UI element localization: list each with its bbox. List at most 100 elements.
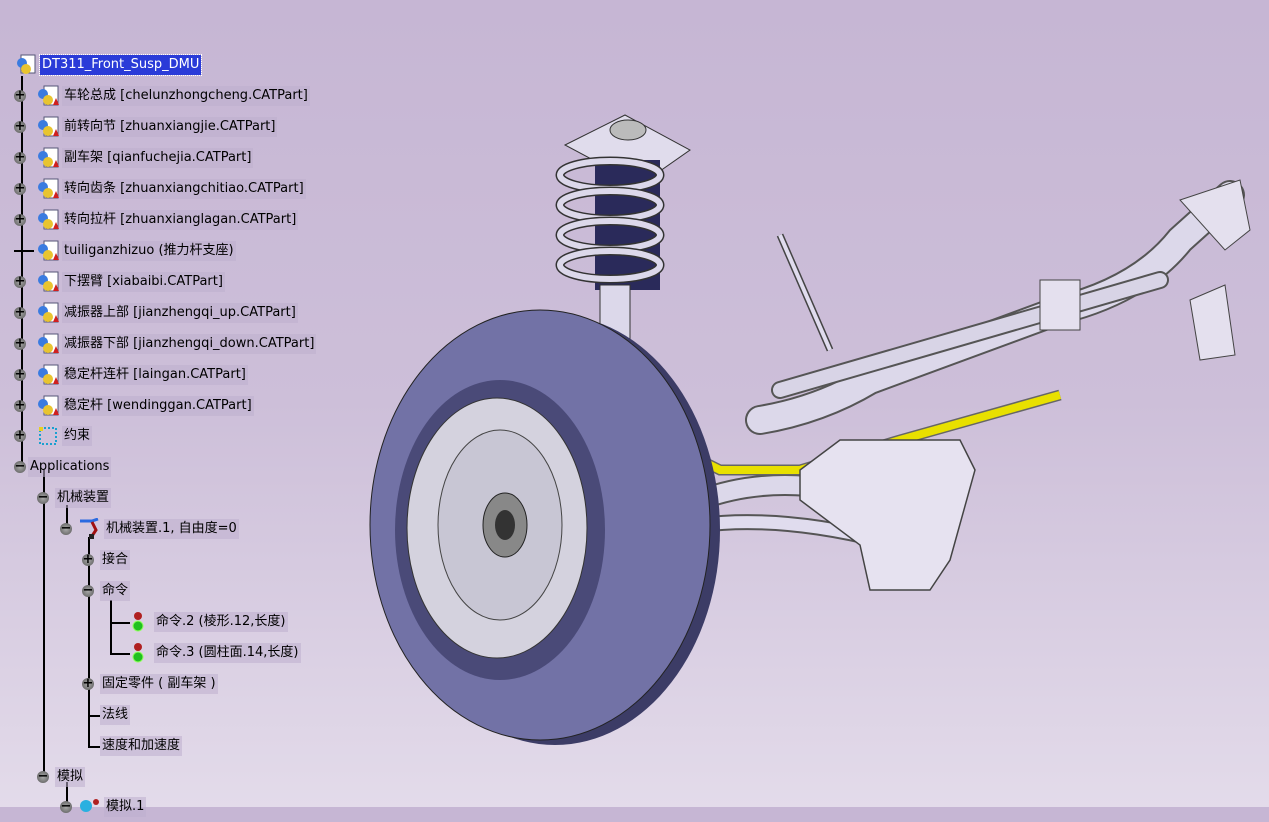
constraints-label[interactable]: 约束 — [62, 426, 93, 446]
tree-item-speed-accel[interactable]: 速度和加速度 — [100, 735, 183, 757]
tree-item-joints[interactable]: + 接合 — [82, 549, 131, 571]
tree-item-part[interactable]: + 车轮总成 [chelunzhongcheng.CATPart] — [14, 85, 310, 107]
part-icon — [36, 395, 60, 417]
tree-item-part[interactable]: + 减振器上部 [jianzhengqi_up.CATPart] — [14, 302, 298, 324]
tree-item-part[interactable]: + 稳定杆连杆 [laingan.CATPart] — [14, 364, 248, 386]
tree-item-fixed-part[interactable]: + 固定零件 ( 副车架 ) — [82, 673, 218, 695]
part-label[interactable]: 减振器上部 [jianzhengqi_up.CATPart] — [62, 303, 298, 323]
expand-icon[interactable]: + — [82, 676, 94, 691]
applications-label[interactable]: Applications — [28, 457, 112, 477]
expand-icon[interactable]: + — [82, 552, 94, 567]
collapse-icon[interactable]: − — [60, 521, 72, 536]
tree-connector — [110, 653, 130, 655]
part-icon — [36, 178, 60, 200]
tree-item-simulation[interactable]: − 模拟 — [37, 766, 86, 788]
part-label[interactable]: 减振器下部 [jianzhengqi_down.CATPart] — [62, 334, 317, 354]
fixed-part-label[interactable]: 固定零件 ( 副车架 ) — [100, 674, 218, 694]
laws-label[interactable]: 法线 — [100, 705, 131, 725]
expand-icon[interactable]: + — [14, 150, 26, 165]
expand-icon[interactable]: + — [14, 119, 26, 134]
expand-icon[interactable]: + — [14, 181, 26, 196]
tree-item-mechanisms[interactable]: − 机械装置 — [37, 487, 112, 509]
command-icon — [128, 642, 152, 664]
tree-connector — [110, 600, 112, 654]
tree-root[interactable]: DT311_Front_Susp_DMU — [14, 54, 203, 76]
tree-connector — [88, 746, 100, 748]
tree-item-part[interactable]: + 下摆臂 [xiabaibi.CATPart] — [14, 271, 225, 293]
tree-item-command-2[interactable]: 命令.2 (棱形.12,长度) — [128, 611, 288, 633]
expand-icon[interactable]: + — [14, 212, 26, 227]
knuckle-bracket — [776, 179, 1251, 591]
simulation-1-label[interactable]: 模拟.1 — [104, 797, 147, 817]
expand-icon[interactable]: + — [14, 305, 26, 320]
part-icon — [36, 364, 60, 386]
part-label[interactable]: 稳定杆 [wendinggan.CATPart] — [62, 396, 254, 416]
3d-viewer[interactable] — [340, 90, 1269, 807]
command-3-label[interactable]: 命令.3 (圆柱面.14,长度) — [154, 643, 301, 663]
strut-spring — [555, 114, 691, 346]
root-label[interactable]: DT311_Front_Susp_DMU — [38, 54, 203, 76]
part-label[interactable]: 车轮总成 [chelunzhongcheng.CATPart] — [62, 86, 310, 106]
tree-item-applications[interactable]: − Applications — [14, 456, 112, 478]
collapse-icon[interactable]: − — [37, 769, 49, 784]
part-label[interactable]: 副车架 [qianfuchejia.CATPart] — [62, 148, 254, 168]
expand-icon[interactable]: + — [14, 398, 26, 413]
tree-item-part[interactable]: + 前转向节 [zhuanxiangjie.CATPart] — [14, 116, 278, 138]
tree-connector — [110, 622, 130, 624]
part-icon — [36, 271, 60, 293]
simulation-icon — [78, 796, 102, 818]
collapse-icon[interactable]: − — [37, 490, 49, 505]
tree-item-part[interactable]: + 稳定杆 [wendinggan.CATPart] — [14, 395, 254, 417]
part-icon — [36, 240, 60, 262]
joints-label[interactable]: 接合 — [100, 550, 131, 570]
expand-icon[interactable]: + — [14, 428, 26, 443]
part-icon — [36, 209, 60, 231]
part-label[interactable]: 稳定杆连杆 [laingan.CATPart] — [62, 365, 248, 385]
tree-connector — [14, 250, 34, 252]
tree-item-part[interactable]: + 副车架 [qianfuchejia.CATPart] — [14, 147, 254, 169]
tree-connector — [21, 76, 23, 468]
mechanisms-label[interactable]: 机械装置 — [55, 488, 112, 508]
tree-connector — [88, 715, 100, 717]
constraints-icon — [36, 425, 60, 447]
tree-item-constraints[interactable]: + 约束 — [14, 425, 93, 447]
collapse-icon[interactable]: − — [82, 583, 94, 598]
part-icon — [36, 116, 60, 138]
part-icon — [36, 302, 60, 324]
command-2-label[interactable]: 命令.2 (棱形.12,长度) — [154, 612, 288, 632]
expand-icon[interactable]: + — [14, 367, 26, 382]
tree-connector — [66, 782, 68, 807]
part-label[interactable]: tuiliganzhizuo (推力杆支座) — [62, 241, 236, 261]
part-icon — [36, 333, 60, 355]
tree-item-command-3[interactable]: 命令.3 (圆柱面.14,长度) — [128, 642, 301, 664]
mechanism-icon — [78, 517, 102, 540]
tree-item-simulation-1[interactable]: − 模拟.1 — [60, 796, 147, 818]
tree-item-part[interactable]: tuiliganzhizuo (推力杆支座) — [14, 240, 236, 262]
tree-connector — [66, 505, 68, 530]
tree-item-laws[interactable]: 法线 — [100, 704, 131, 726]
expand-icon[interactable]: + — [14, 274, 26, 289]
wheel — [369, 309, 720, 745]
expand-icon[interactable]: + — [14, 336, 26, 351]
part-icon — [36, 147, 60, 169]
tree-item-mechanism-1[interactable]: − 机械装置.1, 自由度=0 — [60, 517, 239, 540]
expand-icon[interactable]: + — [14, 88, 26, 103]
tree-item-part[interactable]: + 转向齿条 [zhuanxiangchitiao.CATPart] — [14, 178, 306, 200]
part-label[interactable]: 转向拉杆 [zhuanxianglagan.CATPart] — [62, 210, 299, 230]
speed-accel-label[interactable]: 速度和加速度 — [100, 736, 183, 756]
tree-connector — [43, 470, 45, 778]
product-icon — [14, 54, 38, 76]
collapse-icon[interactable]: − — [60, 799, 72, 814]
tree-connector — [88, 537, 90, 747]
commands-label[interactable]: 命令 — [100, 581, 131, 601]
collapse-icon[interactable]: − — [14, 459, 26, 474]
simulation-label[interactable]: 模拟 — [55, 767, 86, 787]
tree-item-part[interactable]: + 转向拉杆 [zhuanxianglagan.CATPart] — [14, 209, 299, 231]
part-label[interactable]: 前转向节 [zhuanxiangjie.CATPart] — [62, 117, 278, 137]
tree-item-part[interactable]: + 减振器下部 [jianzhengqi_down.CATPart] — [14, 333, 317, 355]
tree-item-commands[interactable]: − 命令 — [82, 580, 131, 602]
part-label[interactable]: 下摆臂 [xiabaibi.CATPart] — [62, 272, 225, 292]
part-icon — [36, 85, 60, 107]
part-label[interactable]: 转向齿条 [zhuanxiangchitiao.CATPart] — [62, 179, 306, 199]
mechanism-1-label[interactable]: 机械装置.1, 自由度=0 — [104, 519, 239, 539]
